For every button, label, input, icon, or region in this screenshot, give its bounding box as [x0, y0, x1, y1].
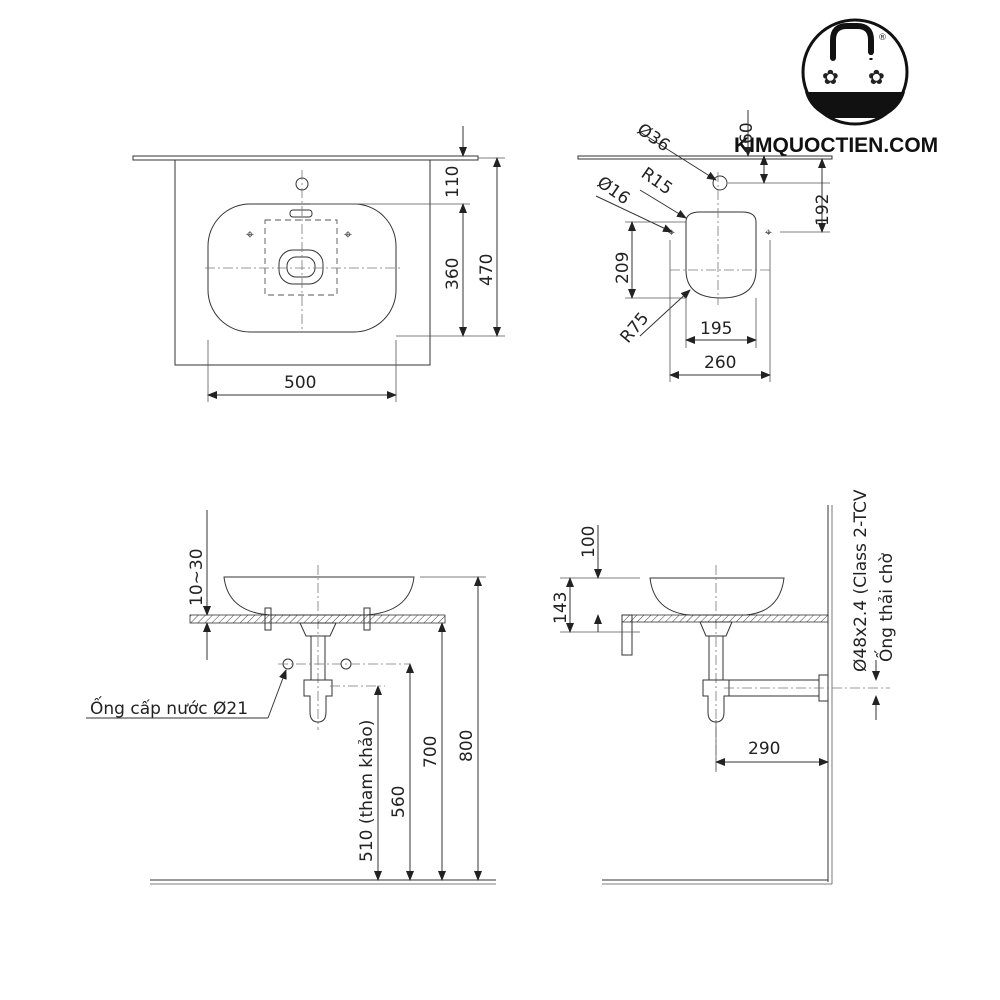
front-bolt-left	[264, 607, 272, 631]
dim-bowl-height: 209	[613, 252, 633, 284]
top-view: ⌖ ⌖ 500 470 360 110	[132, 126, 505, 402]
dim-side-bowl-height: 100	[579, 526, 599, 558]
front-p-trap	[303, 679, 333, 723]
dim-upper-height: 143	[551, 592, 571, 624]
front-bolt-right	[363, 607, 371, 631]
counter-top-plate	[132, 155, 479, 161]
side-drain-flange	[699, 621, 733, 637]
label-corner-radius: R15	[637, 164, 676, 200]
dim-counter-gap: 10~30	[187, 548, 207, 606]
side-counter-plate	[577, 155, 833, 160]
logo-circle	[801, 18, 909, 126]
dim-drain-height: 510 (tham khảo)	[357, 720, 377, 862]
dim-base-width: 195	[700, 319, 732, 339]
dim-counter-height: 700	[421, 736, 441, 768]
dim-overall-height: 800	[457, 730, 477, 762]
waste-pipe-spec: Ø48x2.4 (Class 2-TCV	[851, 489, 871, 672]
label-tap-hole-dia: Ø36	[633, 120, 673, 156]
side-basin	[649, 577, 785, 616]
basin-icon	[805, 92, 905, 118]
side-bracket	[621, 614, 633, 656]
dim-wall-offset: 290	[748, 739, 780, 759]
side-counter	[621, 614, 829, 623]
side-tap-hole	[712, 175, 728, 191]
dim-width: 500	[284, 373, 316, 393]
valve-left-icon: ✿	[822, 65, 839, 89]
front-basin	[223, 576, 415, 616]
dim-depth: 470	[477, 254, 497, 286]
waste-pipe-label: Ống thải chờ	[873, 553, 897, 662]
label-bottom-radius: R75	[617, 309, 654, 347]
mount-mark-left: ⌖	[246, 227, 254, 243]
dim-overall-width: 260	[704, 353, 736, 373]
side-bowl-outline	[685, 211, 757, 299]
mount-mark-right: ⌖	[344, 227, 352, 243]
dim-offset-top: 60	[737, 122, 757, 144]
side-elevation: 100 143 290 Ø48x2.4 (Class 2-TCV Ống thả…	[551, 489, 897, 885]
front-drain-flange	[299, 622, 337, 637]
faucet-icon	[830, 23, 874, 61]
dim-offset-side: 192	[813, 194, 833, 226]
brand-logo: ✿ ✿ ® KIMQUOCTIEN.COM	[734, 18, 938, 157]
valve-right-icon: ✿	[868, 65, 885, 89]
front-counter	[189, 614, 446, 624]
drain-outer	[278, 249, 324, 285]
counter-body	[174, 159, 431, 366]
overflow-slot	[289, 209, 313, 218]
dim-supply-height: 560	[389, 786, 409, 818]
dim-bowl-depth: 360	[443, 258, 463, 290]
basin-inner-dashed	[264, 219, 338, 296]
drain-inner	[286, 256, 316, 278]
registered-mark: ®	[878, 33, 887, 43]
front-elevation: Ống cấp nước Ø21 10~30 800 700 560 510 (…	[86, 510, 496, 885]
side-mount-right: ⌖	[765, 225, 772, 239]
dim-tap-offset: 110	[443, 166, 463, 198]
brand-name: KIMQUOCTIEN.COM	[734, 134, 938, 157]
supply-pipe-label: Ống cấp nước Ø21	[90, 695, 248, 719]
